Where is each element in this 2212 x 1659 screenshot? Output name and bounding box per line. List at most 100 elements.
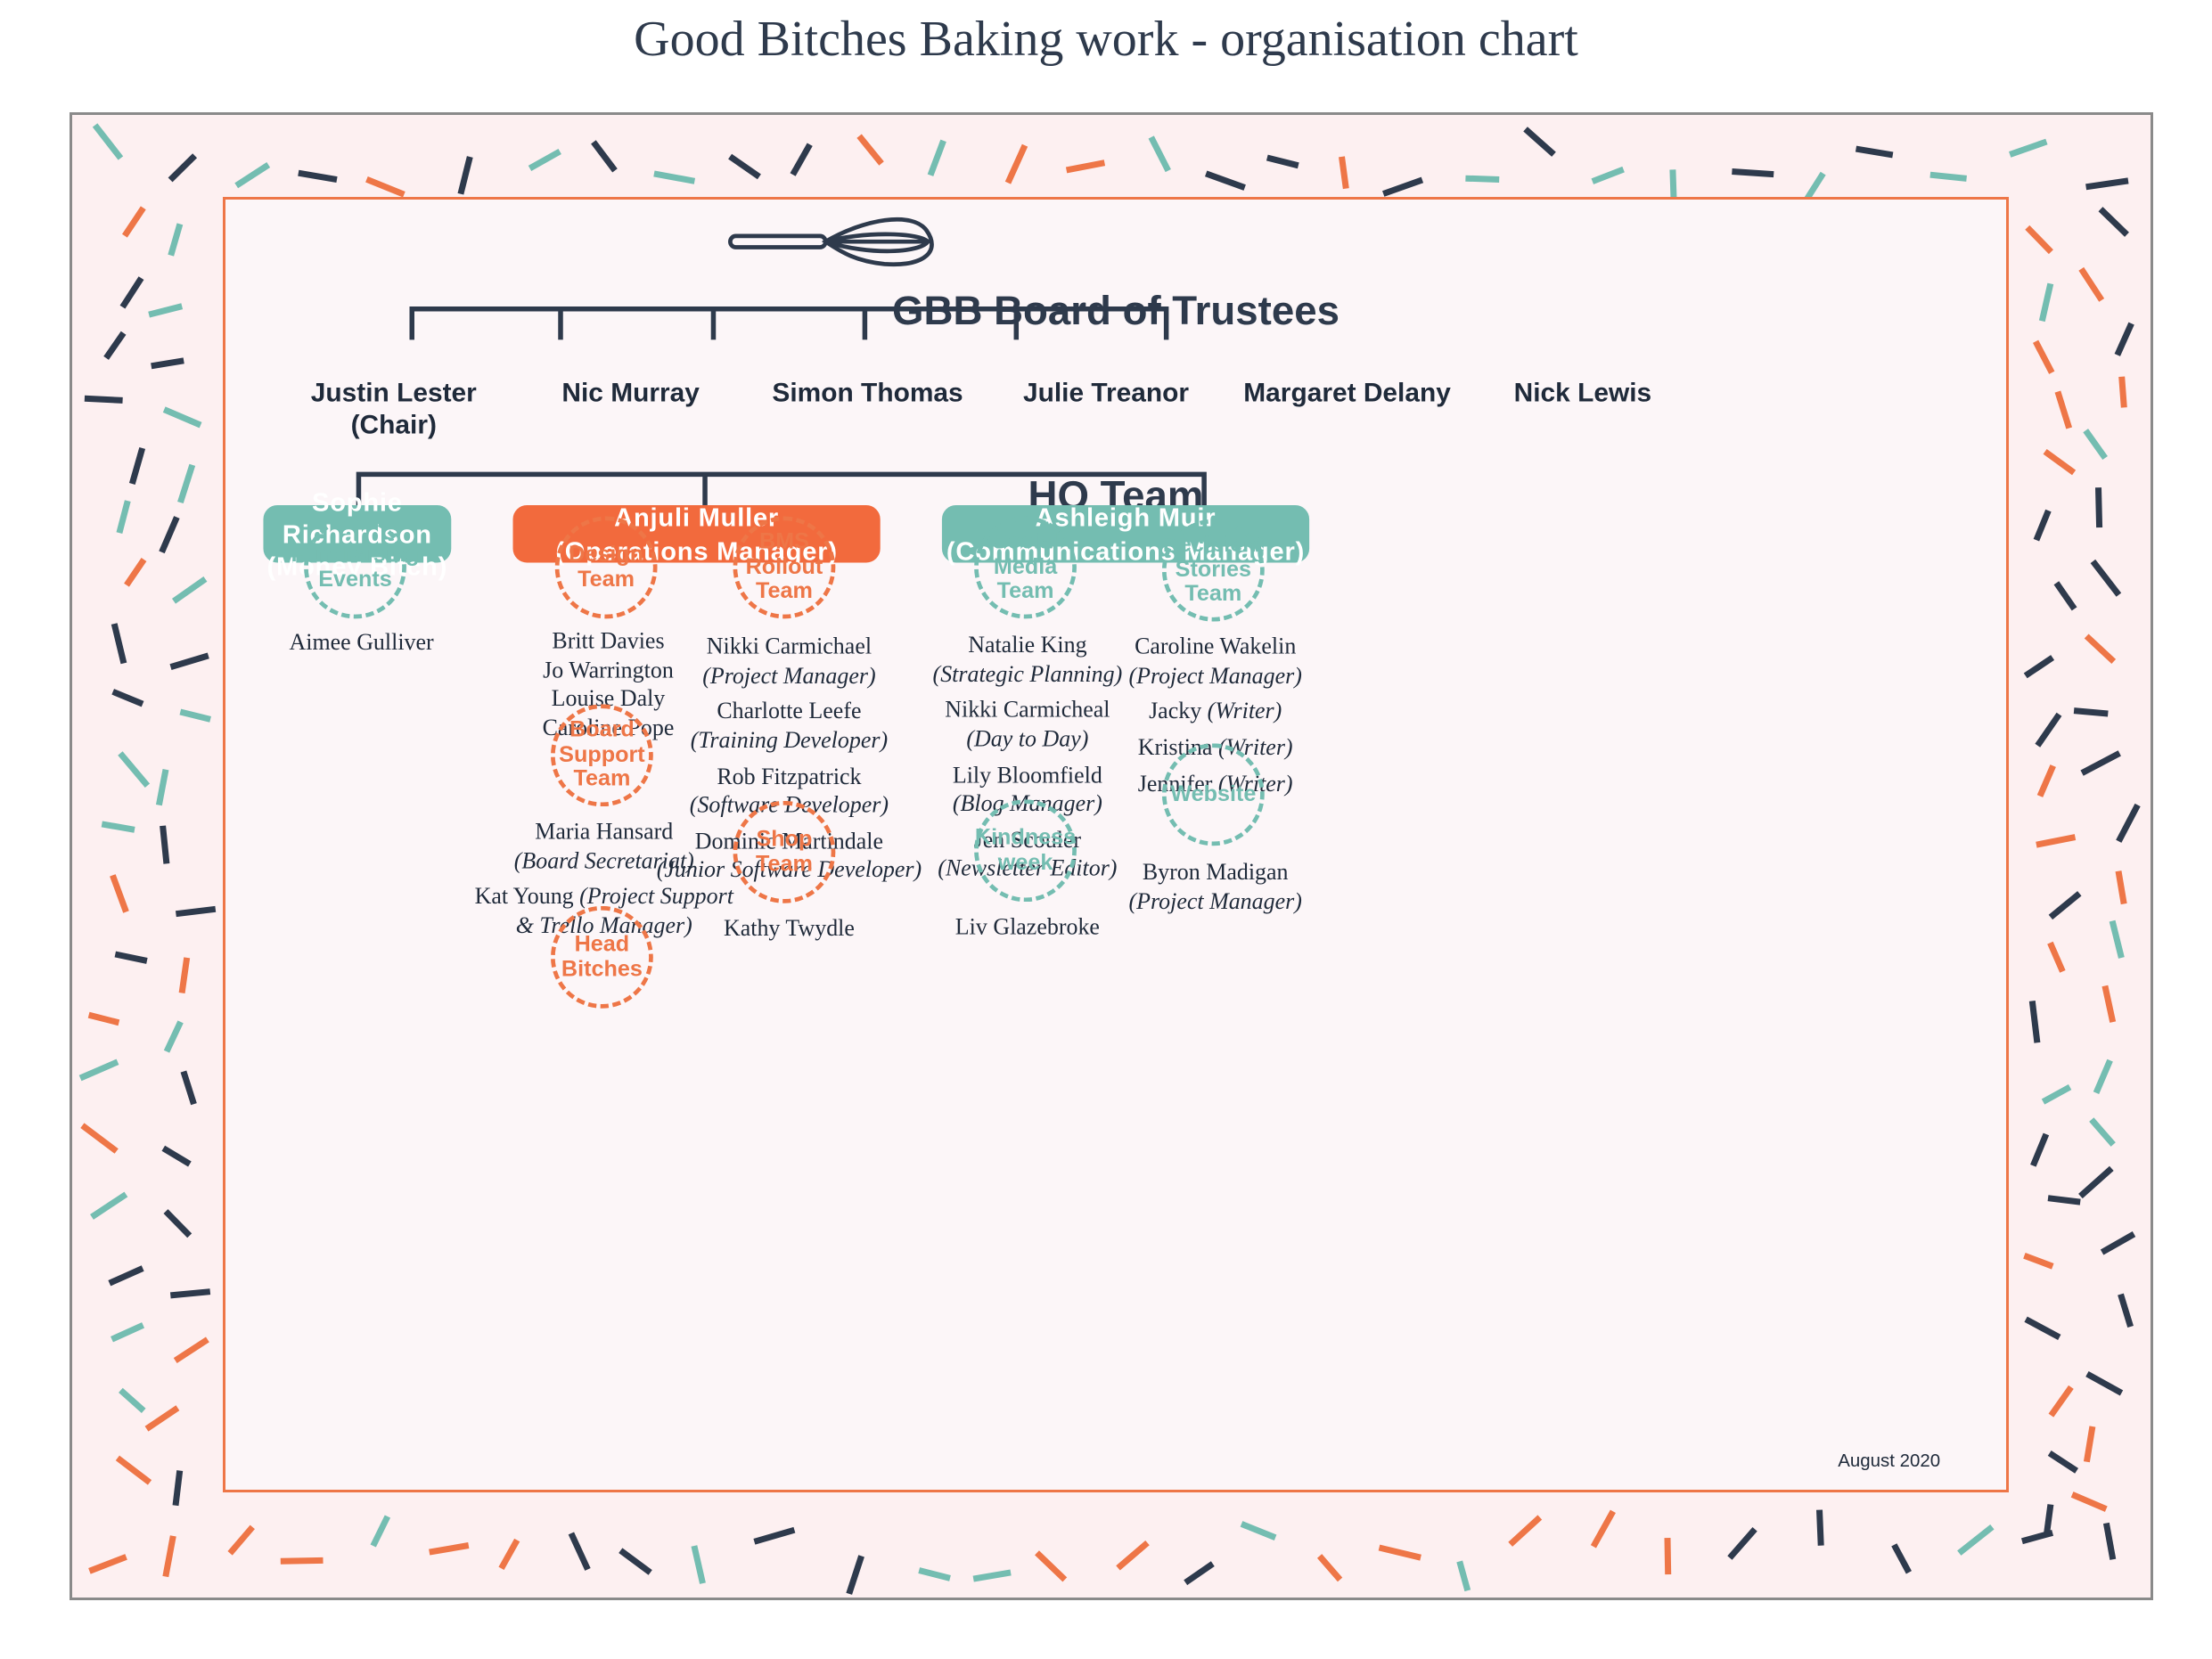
sprinkle	[528, 148, 561, 171]
sprinkle	[1957, 1524, 1995, 1556]
trustee-margaret-delany: Margaret Delany	[1243, 379, 1451, 409]
hq-bar	[356, 471, 1207, 505]
sprinkle	[108, 1265, 144, 1287]
sprinkle	[2048, 1385, 2074, 1418]
sprinkle	[116, 500, 131, 534]
sprinkle	[2070, 1491, 2108, 1512]
sprinkle	[568, 1532, 591, 1571]
sprinkle	[2118, 376, 2127, 408]
trustee-julie-treanor: Julie Treanor	[1022, 379, 1190, 409]
sprinkle	[2100, 1231, 2136, 1255]
sprinkle	[1591, 166, 1625, 184]
sprinkle	[753, 1526, 796, 1545]
sprinkle	[80, 1123, 119, 1154]
sprinkle	[171, 576, 208, 604]
kindness-members: Liv Glazebroke	[954, 912, 1100, 940]
sprinkle	[2043, 448, 2077, 476]
date-label: August 2020	[1838, 1450, 1941, 1471]
page-title: Good Bitches Baking work - organisation …	[634, 12, 1578, 67]
sprinkle	[1590, 1509, 1616, 1549]
sprinkle	[2078, 1165, 2114, 1199]
sprinkle	[160, 825, 170, 864]
sprinkle	[2115, 870, 2127, 905]
sprinkle	[1378, 1544, 1421, 1561]
sprinkle	[2114, 322, 2134, 356]
sprinkle	[169, 652, 209, 670]
sprinkle	[429, 1542, 470, 1556]
sprinkle	[1339, 156, 1349, 190]
sprinkle	[1205, 170, 1246, 191]
sprinkle	[1035, 1550, 1068, 1582]
bms-members: Nikki Carmichael(Project Manager) Charlo…	[656, 633, 922, 883]
sprinkle	[177, 463, 196, 504]
design-members: Britt Davies Jo Warrington Louise Daly C…	[542, 626, 675, 741]
sprinkle	[1508, 1515, 1543, 1547]
sprinkle	[2030, 1132, 2050, 1167]
sprinkle	[162, 406, 202, 429]
sprinkle	[1727, 1526, 1757, 1560]
sprinkle	[2047, 941, 2066, 973]
sprinkle	[653, 170, 696, 184]
connector-lines	[356, 217, 1207, 505]
sprinkle	[103, 331, 127, 360]
sprinkle	[2009, 138, 2048, 158]
board-bar	[409, 306, 1169, 340]
sprinkle	[92, 123, 124, 160]
sprinkle	[370, 1515, 391, 1548]
sprinkle	[1316, 1554, 1343, 1582]
sprinkle	[2083, 429, 2108, 461]
board-title: GBB Board of Trustees	[892, 289, 1339, 335]
sprinkle	[846, 1555, 864, 1595]
sprinkle	[2023, 655, 2055, 679]
sprinkle	[1065, 159, 1106, 174]
sprinkle	[2048, 891, 2082, 920]
org-chart-card: GBB Board of Trustees Justin Lester (Cha…	[223, 197, 2009, 1492]
sprinkle	[178, 957, 191, 993]
sprinkle	[2109, 919, 2125, 959]
sprinkle	[169, 1288, 211, 1299]
sprinkle	[227, 1524, 255, 1556]
sprinkle	[119, 1387, 146, 1414]
sprinkle	[2085, 177, 2129, 191]
sprinkle	[2118, 1293, 2134, 1328]
shop-members: Kathy Twydle	[723, 914, 855, 942]
sprinkle	[2073, 707, 2109, 717]
trustee-simon-thomas: Simon Thomas	[772, 379, 963, 409]
sprinkle	[619, 1548, 652, 1575]
sprinkle	[1456, 1560, 1471, 1592]
sprinkle	[175, 905, 217, 918]
sprinkle	[2036, 834, 2077, 848]
sprinkle	[2085, 1371, 2124, 1396]
sprinkle	[87, 1011, 120, 1026]
whisk-icon	[728, 217, 934, 267]
sprinkle	[1382, 176, 1424, 197]
sprinkle	[115, 1455, 152, 1485]
sprinkle	[101, 821, 135, 833]
card-content: GBB Board of Trustees Justin Lester (Cha…	[225, 200, 2006, 1491]
sprinkle	[2033, 509, 2052, 542]
sprinkle	[2084, 633, 2117, 664]
sprinkle	[972, 1569, 1012, 1582]
sprinkle	[168, 223, 184, 257]
sprinkle	[1148, 135, 1171, 173]
sprinkle	[365, 176, 406, 198]
sprinkle	[88, 1554, 127, 1574]
sprinkle	[151, 357, 184, 370]
sprinkle	[790, 143, 813, 176]
sprinkle	[2043, 1504, 2054, 1535]
chart-frame: GBB Board of Trustees Justin Lester (Cha…	[70, 112, 2153, 1600]
sprinkle	[856, 134, 884, 166]
website-members: Byron Madigan(Project Manager)	[1128, 858, 1302, 914]
sprinkle	[1929, 171, 1967, 182]
sprinkle	[180, 1070, 197, 1106]
sprinkle	[119, 276, 144, 309]
board-support-members: Maria Hansard(Board Secretariat) Kat You…	[474, 817, 733, 938]
sprinkle	[1664, 1538, 1672, 1575]
sprinkle	[124, 558, 147, 587]
fundraising-members: Aimee Gulliver	[289, 628, 434, 656]
sprinkle	[172, 1470, 184, 1507]
